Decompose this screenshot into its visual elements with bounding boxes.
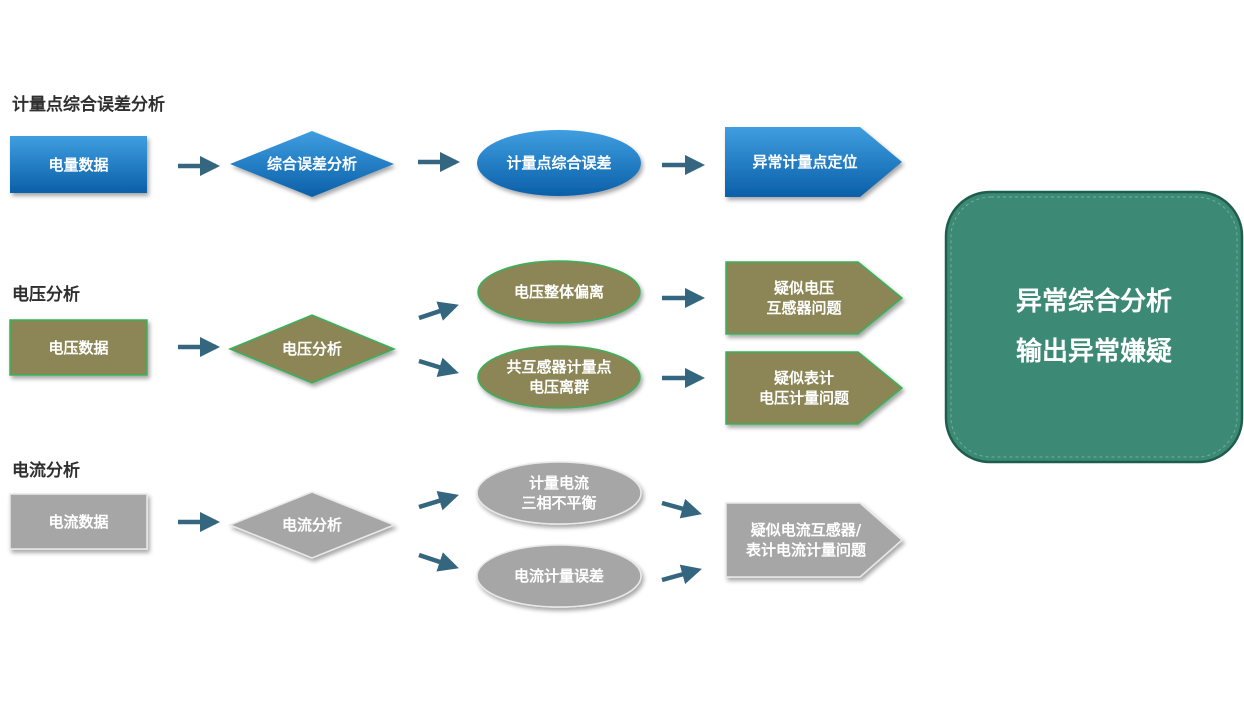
section-title-voltage: 电压分析 — [12, 285, 80, 305]
summary-box-dash — [950, 196, 1238, 458]
composite-error-diamond — [230, 131, 394, 197]
current-data-box — [9, 493, 148, 550]
three-phase-unbalance-ellipse — [476, 461, 642, 525]
section-title-current: 电流分析 — [12, 461, 80, 481]
summary-text: 异常综合分析 输出异常嫌疑 — [946, 192, 1242, 462]
current-analysis-label: 电流分析 — [281, 516, 342, 534]
voltage-analysis-diamond — [228, 314, 396, 384]
voltage-analysis-label: 电压分析 — [281, 340, 342, 358]
meter-point-error-ellipse — [477, 130, 641, 196]
suspect-ct-label: 疑似电流互感器/ 表计电流计量问题 — [745, 521, 866, 559]
composite-error-label: 综合误差分析 — [266, 155, 357, 173]
three-phase-unbalance-label: 计量电流 三相不平衡 — [521, 474, 597, 512]
voltage-overall-deviation-label: 电压整体偏离 — [513, 283, 604, 301]
arrow-2b — [418, 301, 459, 321]
meter-point-error-label: 计量点综合误差 — [506, 154, 612, 172]
section-title-meter: 计量点综合误差分析 — [12, 95, 165, 115]
summary-line-2: 输出异常嫌疑 — [1015, 337, 1172, 367]
arrow-3b — [418, 491, 459, 511]
abnormal-locate-label: 异常计量点定位 — [752, 153, 858, 171]
suspect-ct-pentagon — [725, 502, 904, 578]
energy-data-label: 电量数据 — [48, 155, 109, 174]
arrow-3c — [418, 552, 459, 572]
arrow-3d — [661, 498, 702, 519]
current-meter-error-ellipse — [476, 544, 642, 608]
voltage-overall-deviation-ellipse — [477, 260, 641, 324]
suspect-pt-label: 疑似电压 互感器问题 — [766, 279, 842, 317]
shared-pt-outlier-label: 共互感器计量点 电压离群 — [506, 358, 612, 396]
energy-data-box — [10, 136, 147, 193]
suspect-meter-voltage-pentagon — [725, 351, 904, 425]
summary-line-1: 异常综合分析 — [1015, 287, 1172, 317]
suspect-meter-voltage-label: 疑似表计 电压计量问题 — [758, 369, 849, 407]
current-data-label: 电流数据 — [48, 512, 109, 531]
shared-pt-outlier-ellipse — [477, 345, 641, 409]
suspect-pt-pentagon — [725, 261, 904, 335]
voltage-data-box — [9, 319, 148, 376]
summary-box — [944, 190, 1244, 464]
flow-arrows — [178, 151, 706, 585]
voltage-data-label: 电压数据 — [48, 338, 109, 357]
current-analysis-diamond — [227, 491, 397, 559]
current-meter-error-label: 电流计量误差 — [513, 567, 604, 585]
arrow-2c — [418, 357, 459, 377]
arrow-3e — [661, 564, 702, 585]
abnormal-locate-pentagon — [725, 127, 902, 197]
